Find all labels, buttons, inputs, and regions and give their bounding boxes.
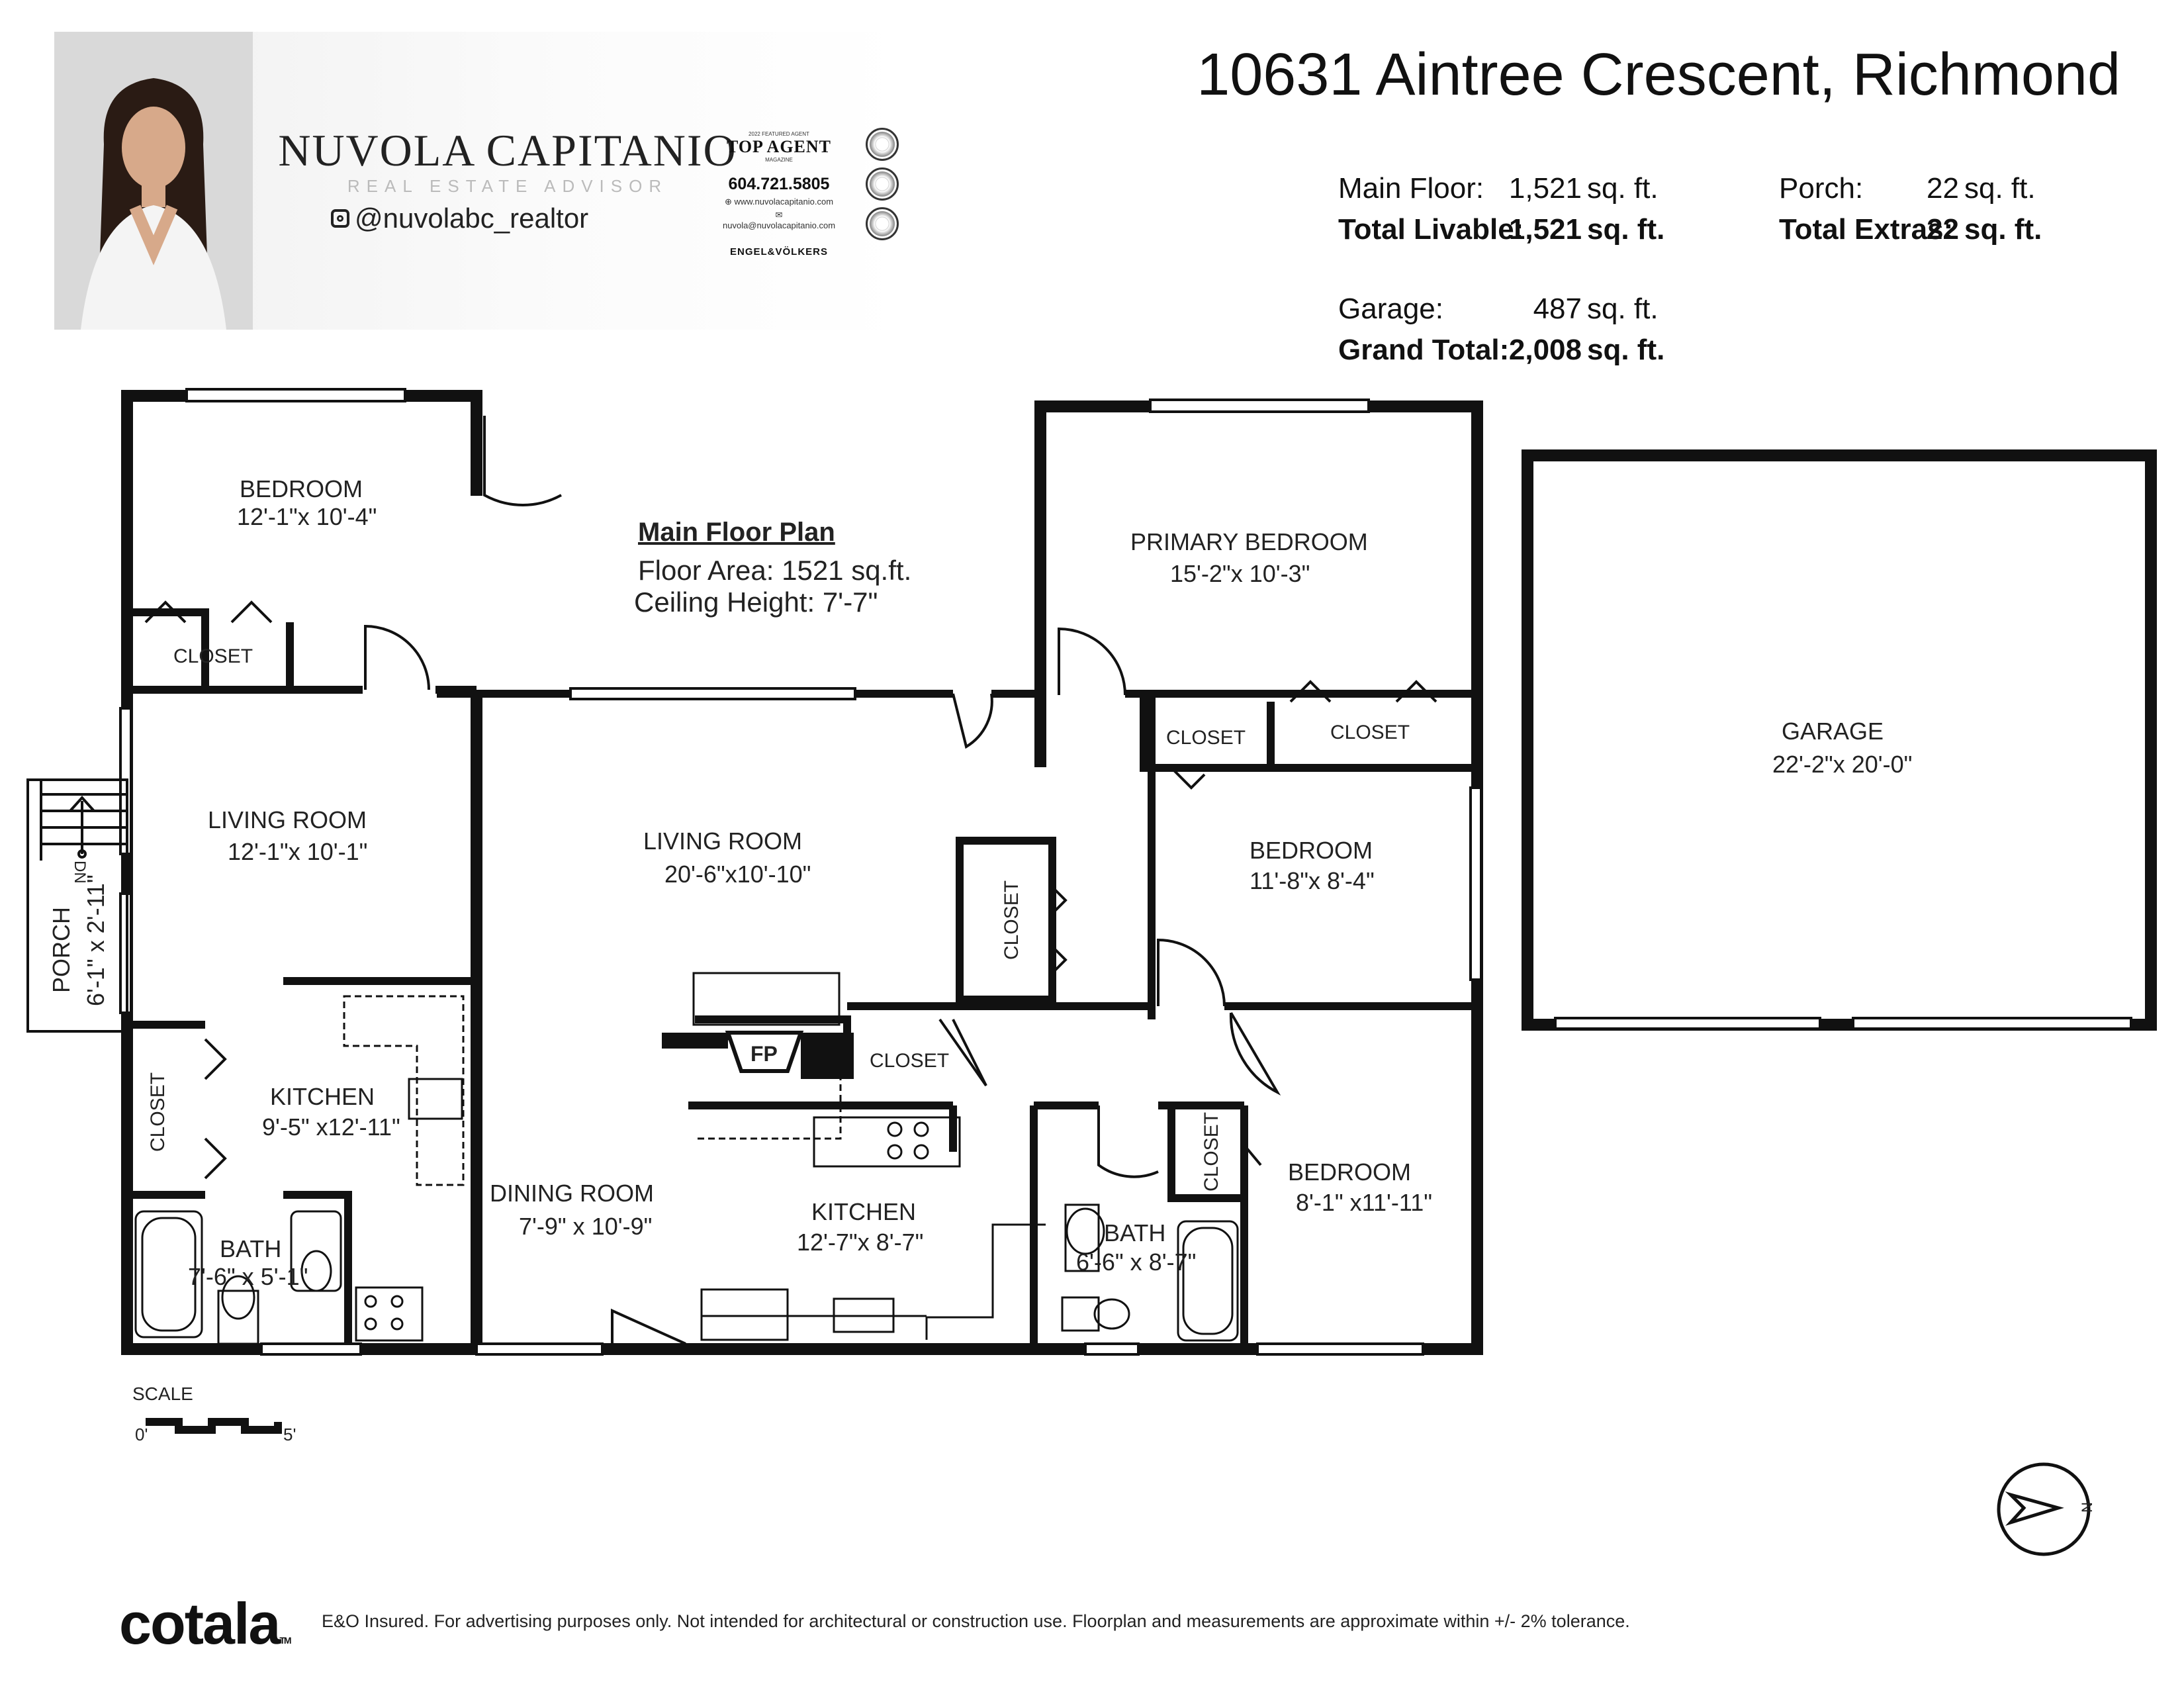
globe-icon: ⊕ [724,197,735,207]
cotala-logo: cotalaTM [119,1591,292,1656]
room-label-dining: DINING ROOM [490,1180,654,1207]
total-livable-label: Total Livable: [1338,213,1524,246]
agent-website[interactable]: www.nuvolacapitanio.com [734,197,834,207]
room-label-bath-east: BATH [1104,1219,1166,1246]
disclaimer: E&O Insured. For advertising purposes on… [322,1611,1630,1631]
closet-bifold-doors [144,600,1437,1180]
total-livable-unit: sq. ft. [1587,213,1665,246]
main-floor-label: Main Floor: [1338,172,1484,205]
instagram-handle: @nuvolabc_realtor [355,203,589,234]
doors [364,416,1281,1349]
room-dims-primary: 15'-2"x 10'-3" [1170,560,1310,587]
room-dims-porch: 6'-1" x 2'-11" [82,874,109,1006]
fixtures [134,972,1239,1345]
total-livable-value: 1,521 [1508,213,1582,246]
agent-phone[interactable]: 604.721.5805 [728,175,830,193]
main-floor-value: 1,521 [1508,172,1582,205]
closet-label: CLOSET [870,1050,950,1072]
stair-label: DN [71,861,89,884]
total-extras-unit: sq. ft. [1964,213,2042,246]
property-address: 10631 Aintree Crescent, Richmond [1197,42,2120,108]
scale-end: 5' [283,1425,296,1444]
award-seal-icon [866,207,899,240]
room-dims-living-center: 20'-6"x10'-10" [664,861,811,888]
main-floor-unit: sq. ft. [1587,172,1659,205]
porch-unit: sq. ft. [1964,172,2036,205]
instagram-icon [331,209,349,228]
mail-icon: ✉ [775,210,783,220]
garage-label: Garage: [1338,293,1443,325]
award-caption: 2022 FEATURED AGENT [749,131,809,137]
agent-contact-block: 2022 FEATURED AGENT TOP AGENT MAGAZINE 6… [723,131,835,258]
room-label-bedroom-se: BEDROOM [1288,1158,1412,1186]
room-label-porch: PORCH [48,906,75,993]
room-label-kitchen-west: KITCHEN [270,1083,375,1110]
room-dims-living-west: 12'-1"x 10'-1" [228,838,368,865]
porch-value: 22 [1927,172,1959,205]
award-subtitle: MAGAZINE [765,157,793,163]
room-dims-garage: 22'-2"x 20'-0" [1772,751,1913,778]
total-extras-value: 22 [1927,213,1959,246]
fireplace-label: FP [751,1042,778,1066]
agent-banner: NUVOLA CAPITANIO REAL ESTATE ADVISOR @nu… [54,32,904,330]
grand-total-label: Grand Total: [1338,334,1510,366]
closet-label: CLOSET [1001,880,1023,960]
closet-label: CLOSET [1330,722,1410,743]
fireplace[interactable] [662,1031,854,1079]
closet-label: CLOSET [1201,1111,1222,1192]
agent-email[interactable]: nuvola@nuvolacapitanio.com [723,220,836,230]
agent-title: REAL ESTATE ADVISOR [347,176,668,196]
windows [119,388,2132,1356]
grand-total-value: 2,008 [1508,334,1582,366]
grand-total-unit: sq. ft. [1587,334,1665,366]
brokerage-logo: ENGEL&VÖLKERS [729,246,828,258]
interior-walls [127,608,1477,1349]
award-seal-icon [866,128,899,161]
agent-instagram[interactable]: @nuvolabc_realtor [331,203,588,234]
room-label-kitchen-center: KITCHEN [811,1198,917,1225]
porch-stairs [26,778,128,1033]
garage-value: 487 [1533,293,1582,325]
north-arrow-icon [1997,1462,2091,1556]
room-label-bath-west: BATH [220,1235,282,1262]
award-seal-icon [866,167,899,201]
closet-label: CLOSET [1166,727,1246,749]
room-dims-kitchen-west: 9'-5" x12'-11" [262,1113,400,1141]
room-label-bedroom-e: BEDROOM [1250,837,1373,864]
garage-unit: sq. ft. [1587,293,1659,325]
room-dims-kitchen-center: 12'-7"x 8'-7" [797,1229,924,1256]
scale-start: 0' [135,1425,148,1444]
closet-label: CLOSET [147,1072,169,1152]
room-label-primary: PRIMARY BEDROOM [1130,528,1368,555]
plan-ceiling-height: Ceiling Height: 7'-7" [634,586,878,618]
room-dims-bath-east: 6'-6" x 8'-7" [1076,1248,1197,1276]
room-label-bedroom-nw: BEDROOM [240,475,363,502]
room-dims-bedroom-e: 11'-8"x 8'-4" [1250,867,1375,894]
agent-name: NUVOLA CAPITANIO [278,125,737,175]
closet-label: CLOSET [173,645,253,667]
award-title: TOP AGENT [726,137,832,156]
room-dims-bath-west: 7'-6" x 5'-1" [188,1263,308,1290]
scale-label: SCALE [132,1383,193,1404]
room-label-garage: GARAGE [1782,718,1884,745]
plan-title: Main Floor Plan [638,518,835,547]
room-dims-dining: 7'-9" x 10'-9" [519,1213,653,1240]
north-label: N [2078,1502,2095,1513]
total-extras-label: Total Extras: [1779,213,1954,246]
trademark: TM [279,1635,291,1646]
room-label-living-center: LIVING ROOM [643,827,803,855]
scale-bar [146,1418,282,1434]
room-label-living-west: LIVING ROOM [208,806,367,833]
porch-label: Porch: [1779,172,1864,205]
room-dims-bedroom-se: 8'-1" x11'-11" [1296,1189,1433,1216]
room-dims-bedroom-nw: 12'-1"x 10'-4" [237,503,377,530]
agent-photo [54,32,253,330]
plan-floor-area: Floor Area: 1521 sq.ft. [638,555,912,586]
